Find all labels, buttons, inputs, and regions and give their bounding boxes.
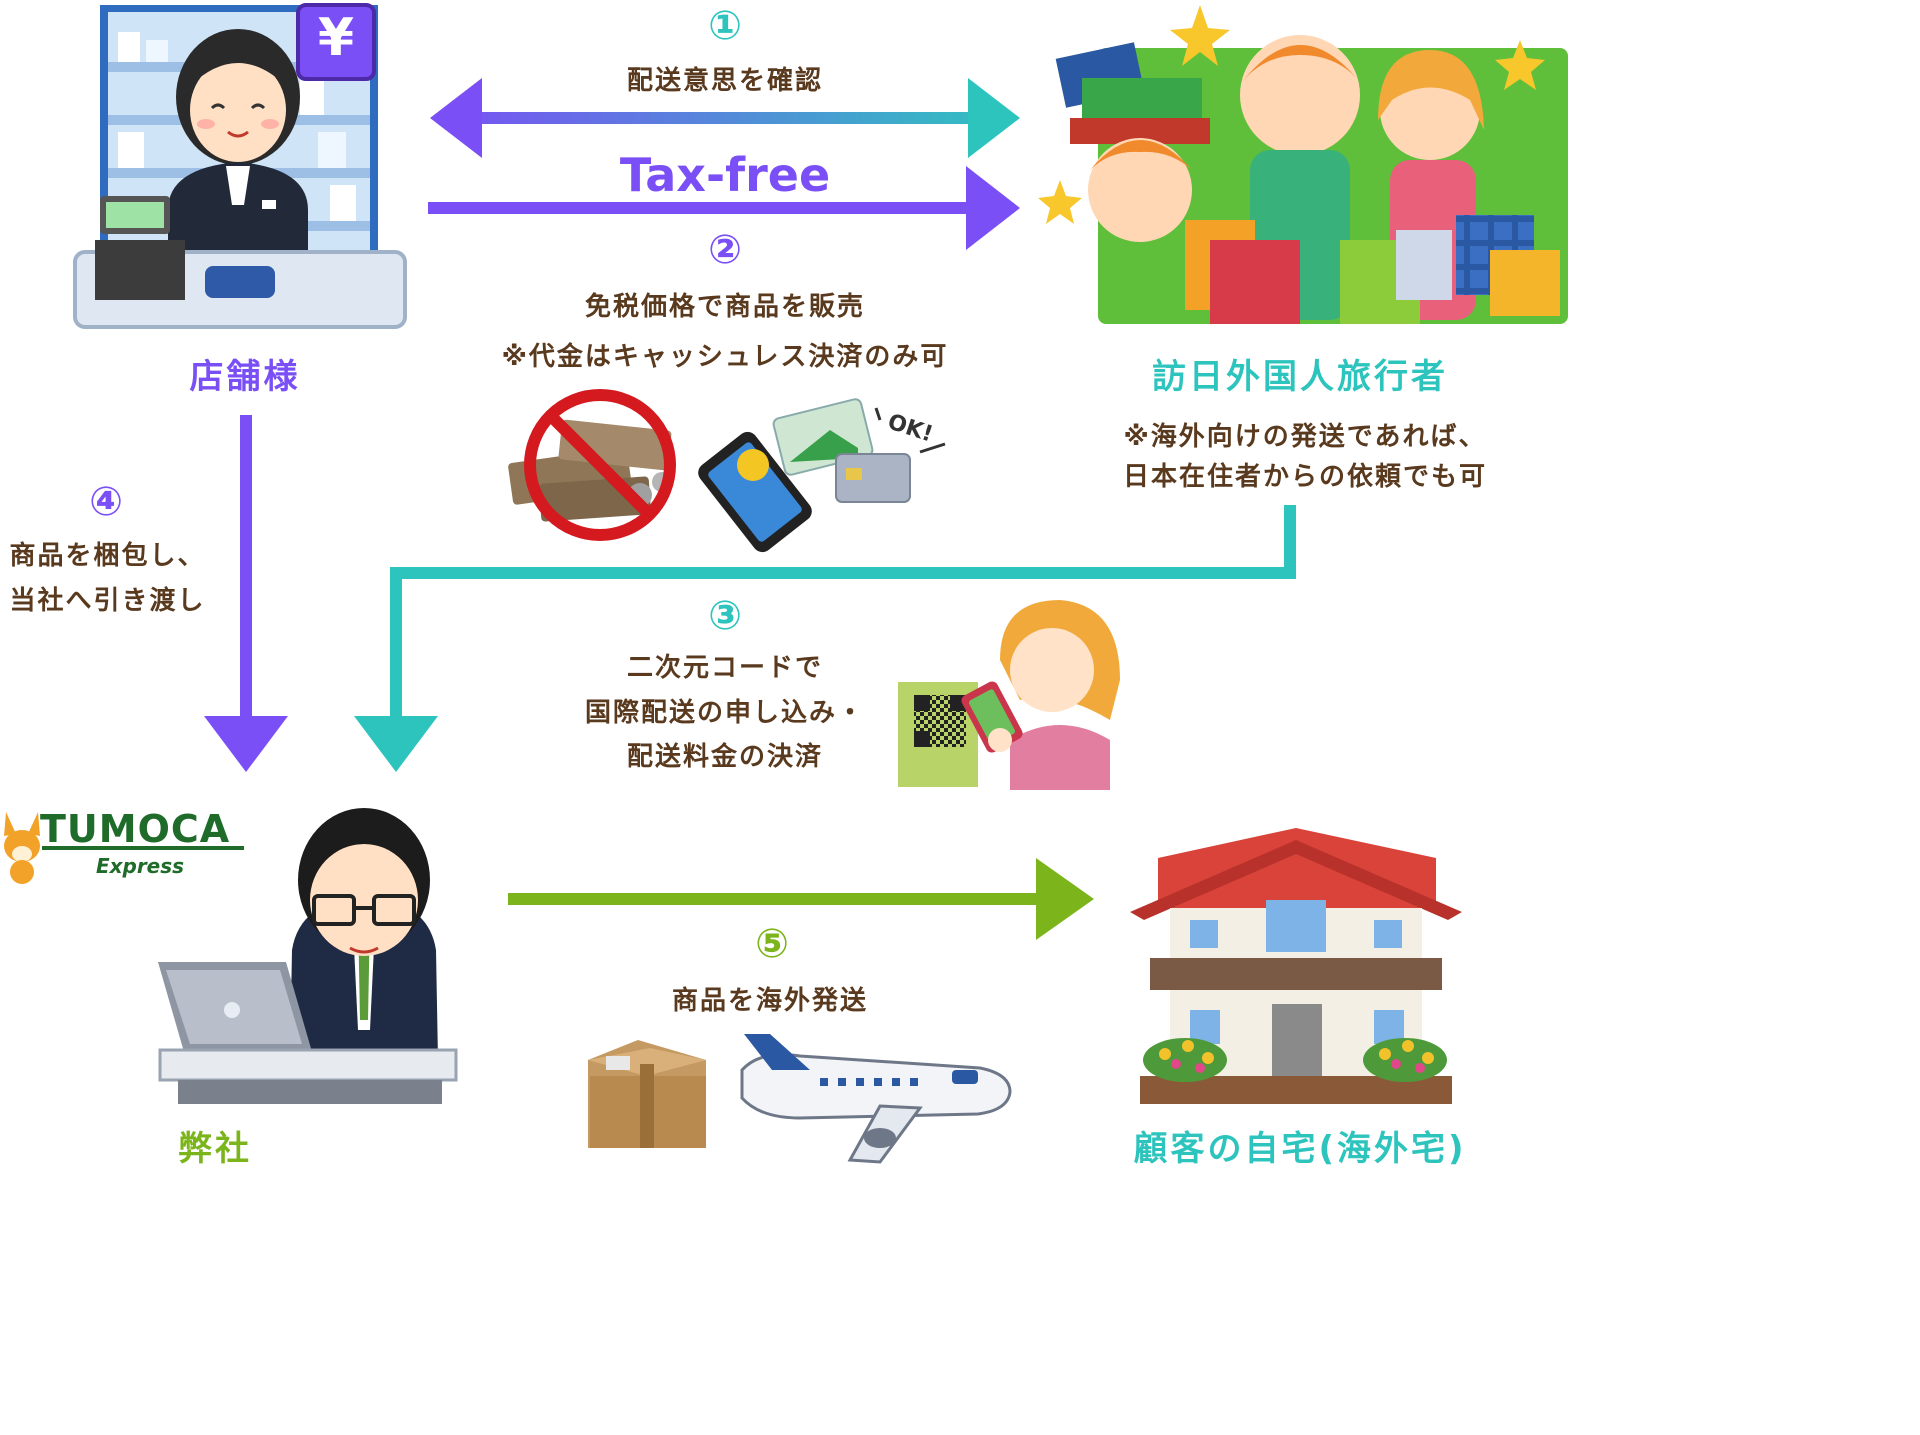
step-5-label: 商品を海外発送 — [671, 986, 868, 1016]
arrow-qr-application — [354, 505, 1296, 772]
travelers-note-2: 日本在住者からの依頼でも可 — [1122, 462, 1487, 492]
shop-clerk-icon — [73, 3, 407, 329]
step-2-number: ② — [708, 227, 742, 273]
store-title: 店舗様 — [189, 357, 301, 397]
travelers-title: 訪日外国人旅行者 — [1152, 357, 1448, 397]
step-3-label-3: 配送料金の決済 — [626, 742, 823, 772]
travelers-note-1: ※海外向けの発送であれば、 — [1123, 422, 1487, 452]
logo-name: TUMOCA — [40, 807, 231, 851]
logo-underline — [42, 846, 244, 850]
house-icon — [1130, 828, 1462, 1104]
airplane-icon — [740, 1034, 1012, 1164]
woman-scanning-icon — [898, 600, 1120, 790]
step-2-note: ※代金はキャッシュレス決済のみ可 — [501, 342, 949, 372]
step-4-label-2: 当社へ引き渡し — [9, 586, 206, 616]
office-worker-icon — [158, 808, 458, 1104]
step-3-label-1: 二次元コードで — [626, 653, 823, 683]
smartphone-card-icon — [698, 398, 946, 553]
step-1-number: ① — [708, 3, 742, 49]
fox-mascot-icon — [4, 812, 40, 884]
diagram-canvas — [4, 3, 1568, 1164]
flow-diagram: ¥ ① 配送意思を確認 Tax-free ② 免税価格で商品を販売 ※代金はキャ… — [4, 3, 1568, 1169]
step-1-label: 配送意思を確認 — [626, 66, 823, 96]
qr-code-icon — [914, 695, 966, 747]
step-4-label-1: 商品を梱包し、 — [9, 541, 206, 571]
arrow-tax-free-sale — [428, 166, 1020, 250]
logo-sub: Express — [95, 854, 185, 878]
step-5-number: ⑤ — [755, 921, 789, 967]
no-cash-icon — [508, 389, 676, 541]
shopping-tourists-icon — [1038, 5, 1568, 324]
step-4-number: ④ — [89, 479, 123, 525]
company-title: 弊社 — [178, 1129, 252, 1169]
home-title: 顧客の自宅(海外宅) — [1133, 1129, 1467, 1169]
step-3-number: ③ — [708, 593, 742, 639]
arrow-handover — [204, 415, 288, 772]
arrow-confirm-intent — [430, 78, 1020, 158]
step-2-label: 免税価格で商品を販売 — [584, 292, 865, 322]
cardboard-box-icon — [588, 1040, 706, 1148]
step-3-label-2: 国際配送の申し込み・ — [584, 698, 865, 728]
yen-sign: ¥ — [317, 8, 355, 68]
tax-free-label: Tax-free — [619, 148, 831, 202]
arrow-overseas-shipping — [508, 858, 1094, 940]
